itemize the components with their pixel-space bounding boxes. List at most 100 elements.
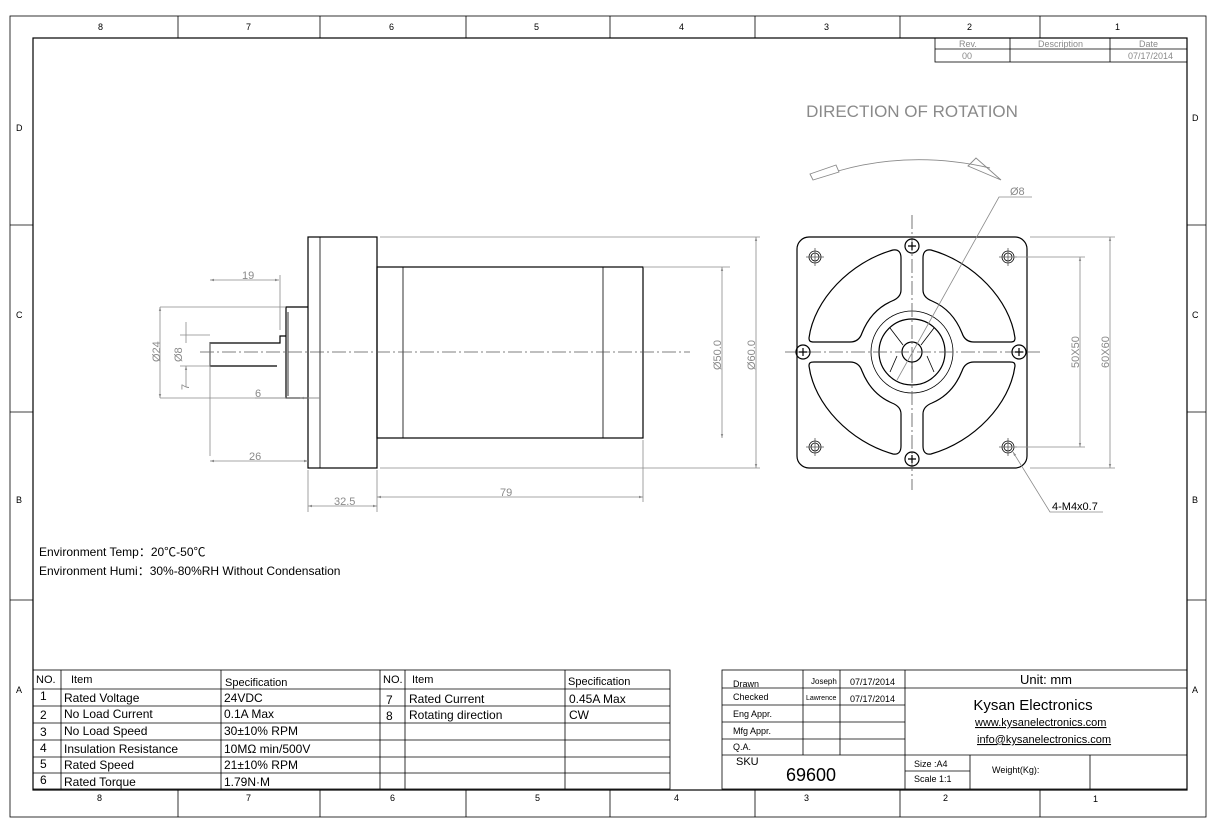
- table-cell: 10MΩ min/500V: [224, 742, 310, 756]
- spec-table: NO. Item Specification NO. Item Specific…: [32, 669, 671, 790]
- qa-label: Q.A.: [733, 742, 751, 752]
- zone-row-b: B: [1192, 495, 1198, 505]
- zone-labels-side: D C B A D C B A: [16, 113, 1199, 695]
- header-item-2: Item: [412, 674, 433, 686]
- drawn-by: Joseph: [811, 677, 837, 686]
- zone-row-a: A: [1192, 685, 1198, 695]
- table-row: 6 Rated Torque 1.79N·M: [40, 773, 270, 789]
- zone-col-2: 2: [943, 793, 948, 803]
- zone-col-8: 8: [97, 793, 102, 803]
- table-cell: 24VDC: [224, 691, 263, 705]
- header-spec-2: Specification: [568, 676, 630, 688]
- rotation-title: DIRECTION OF ROTATION: [806, 102, 1018, 121]
- weight-label: Weight(Kg):: [992, 765, 1039, 775]
- table-cell: Rated Current: [409, 692, 485, 706]
- sku-label: SKU: [736, 756, 759, 768]
- zone-col-3: 3: [824, 22, 829, 32]
- side-view: 19 Ø24 Ø8 7 6 26 32.5 79 Ø50.0 Ø60.0: [151, 236, 760, 512]
- company-email[interactable]: info@kysanelectronics.com: [977, 734, 1111, 746]
- header-no: NO.: [36, 674, 56, 686]
- dim-flat: 7: [180, 384, 192, 390]
- table-cell: Rated Speed: [64, 758, 134, 772]
- zone-col-7: 7: [246, 793, 251, 803]
- zone-row-d: D: [1192, 113, 1199, 123]
- output-boss: [285, 306, 308, 399]
- table-cell: Rated Voltage: [64, 691, 140, 705]
- table-cell: 5: [40, 757, 47, 771]
- table-row: 1 Rated Voltage 24VDC: [40, 689, 263, 705]
- table-cell: 2: [40, 708, 47, 722]
- rev-value: 00: [962, 51, 972, 61]
- dim-front-shaft-dia: Ø8: [1010, 186, 1025, 198]
- title-block: Drawn Joseph 07/17/2014 Checked Lawrence…: [721, 669, 1188, 790]
- zone-col-5: 5: [535, 793, 540, 803]
- dim-boss-dia: Ø24: [151, 341, 163, 362]
- dim-shaft-total: 26: [249, 451, 261, 463]
- table-row: 3 No Load Speed 30±10% RPM: [40, 724, 298, 739]
- dim-gearbox-len: 32.5: [334, 496, 355, 508]
- zone-labels-top: 8 7 6 5 4 3 2 1: [98, 22, 1120, 32]
- table-cell: 4: [40, 741, 47, 755]
- zone-col-1: 1: [1093, 794, 1098, 804]
- table-cell: 1.79N·M: [224, 775, 270, 789]
- table-row: 7 Rated Current 0.45A Max: [386, 692, 626, 707]
- table-cell: Insulation Resistance: [64, 742, 178, 756]
- scale-label: Scale 1:1: [914, 774, 952, 784]
- zone-col-3: 3: [804, 793, 809, 803]
- table-row: 2 No Load Current 0.1A Max: [40, 707, 274, 722]
- table-cell: Rotating direction: [409, 708, 502, 722]
- zone-col-5: 5: [534, 22, 539, 32]
- rotation-arrow-icon: [809, 157, 1002, 181]
- size-label: Size :A4: [914, 759, 948, 769]
- zone-col-8: 8: [98, 22, 103, 32]
- outer-frame: [9, 15, 1207, 818]
- revision-block: Rev. Description Date 00 07/17/2014: [934, 37, 1188, 63]
- description-header: Description: [1038, 39, 1083, 49]
- table-cell: 0.1A Max: [224, 707, 274, 721]
- unit-label: Unit: mm: [1020, 672, 1072, 687]
- rev-date-value: 07/17/2014: [1128, 51, 1173, 61]
- motor-body: [376, 266, 644, 439]
- table-cell: 30±10% RPM: [224, 724, 298, 738]
- checked-by: Lawrence: [806, 695, 836, 702]
- dim-flange-dia: Ø60.0: [746, 340, 758, 370]
- dim-shaft-dia: Ø8: [173, 347, 185, 362]
- dim-boss-len: 6: [255, 388, 261, 400]
- table-cell: 8: [386, 709, 393, 723]
- table-cell: 0.45A Max: [569, 692, 626, 706]
- dim-shaft-length: 19: [242, 270, 254, 282]
- zone-row-a: A: [16, 685, 22, 695]
- checked-label: Checked: [733, 692, 769, 702]
- company-name: Kysan Electronics: [973, 697, 1092, 714]
- header-spec: Specification: [225, 677, 287, 689]
- zone-col-7: 7: [246, 22, 251, 32]
- header-item: Item: [71, 674, 92, 686]
- table-cell: 21±10% RPM: [224, 758, 298, 772]
- dim-motor-len: 79: [500, 487, 512, 499]
- table-cell: No Load Speed: [64, 724, 147, 738]
- zone-col-4: 4: [679, 22, 684, 32]
- zone-col-6: 6: [389, 22, 394, 32]
- rev-header: Rev.: [959, 39, 977, 49]
- table-cell: Rated Torque: [64, 775, 136, 789]
- company-website[interactable]: www.kysanelectronics.com: [974, 717, 1106, 729]
- header-no-2: NO.: [383, 674, 403, 686]
- gearbox-flange: [307, 236, 378, 469]
- zone-ticks: [10, 16, 1206, 817]
- drawn-label: Drawn: [733, 679, 759, 689]
- table-row: 4 Insulation Resistance 10MΩ min/500V: [40, 741, 310, 756]
- drawn-date: 07/17/2014: [850, 677, 895, 687]
- date-header: Date: [1139, 39, 1158, 49]
- zone-labels-bottom: 8 7 6 5 4 3 2 1: [97, 793, 1098, 804]
- zone-col-6: 6: [390, 793, 395, 803]
- dim-hole-spacing: 50X50: [1070, 336, 1082, 368]
- table-row: 5 Rated Speed 21±10% RPM: [40, 757, 298, 772]
- zone-col-4: 4: [674, 793, 679, 803]
- table-cell: 7: [386, 693, 393, 707]
- environment-humidity: Environment Humi：30%-80%RH Without Conde…: [39, 564, 340, 578]
- environment-temp: Environment Temp：20℃-50℃: [39, 545, 206, 559]
- zone-row-d: D: [16, 123, 23, 133]
- zone-col-1: 1: [1115, 22, 1120, 32]
- screw-icons: [795, 238, 1027, 467]
